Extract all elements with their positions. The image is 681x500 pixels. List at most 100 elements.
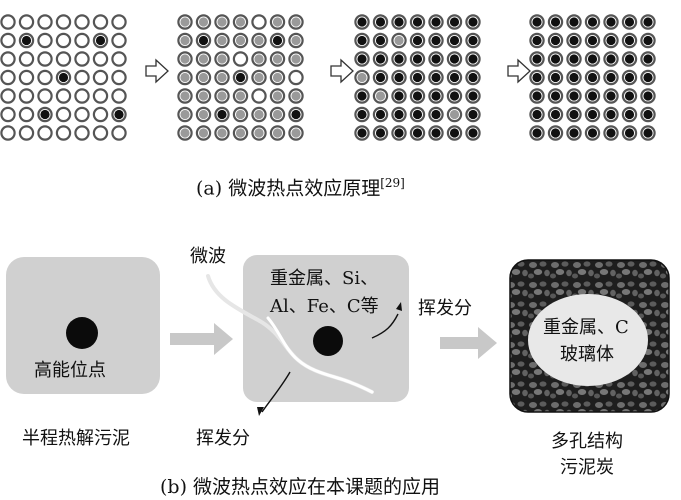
hot-dot [532,72,542,83]
dot-ring [0,69,16,86]
hot-dot [587,109,598,120]
dot-ring [0,51,16,67]
hot-dot [431,91,441,101]
stage-arrow-1 [145,58,169,84]
hot-dot [449,35,460,46]
warm-dot [272,109,283,120]
hot-dot [198,35,209,46]
reaction-site-dot [313,326,343,356]
hot-dot [272,35,283,46]
dot-ring [0,125,16,141]
dot-ring [74,69,90,86]
hot-dot [468,17,478,27]
hot-dot [550,128,561,138]
hot-dot [643,54,653,64]
dot-grid-stage-1 [0,14,127,141]
hot-dot [357,91,367,101]
microwave-label: 微波 [190,246,226,267]
warm-dot [254,54,264,64]
hot-dot [643,17,653,27]
warm-dot [272,54,283,64]
dot-ring [251,14,267,30]
warm-dot [449,109,460,120]
box3-caption-line2: 污泥炭 [560,457,614,478]
glass-body [528,294,648,386]
hot-dot [532,128,542,138]
hot-dot [468,35,478,46]
hot-dot [40,109,50,120]
hot-dot [643,35,653,46]
hot-dot [394,91,404,101]
warm-dot [217,128,227,138]
dot-ring [111,51,127,67]
hot-dot [587,35,598,46]
warm-dot [254,109,264,120]
active-site-dot [66,317,98,349]
hot-dot [357,17,367,27]
hot-dot [217,109,227,120]
hot-dot [291,109,301,120]
warm-dot [254,35,264,46]
dot-ring [55,125,72,141]
dot-ring [18,106,35,123]
hot-dot [431,17,441,27]
dot-ring [111,125,127,141]
hot-dot [606,54,616,64]
hot-dot [357,35,367,46]
box1-label: 高能位点 [34,360,106,381]
hot-dot [114,109,124,120]
box3-label-line2: 玻璃体 [560,344,614,365]
dot-ring [55,106,72,123]
hot-dot [394,72,404,83]
warm-dot [291,17,301,27]
hot-dot [624,54,635,64]
hot-dot [606,109,616,120]
hot-dot [643,128,653,138]
caption-a-ref: [29] [380,176,405,190]
hot-dot [449,91,460,101]
hot-dot [606,91,616,101]
hot-dot [550,109,561,120]
warm-dot [198,72,209,83]
dot-ring [18,88,35,104]
warm-dot [180,109,190,120]
warm-dot [198,17,209,27]
dot-ring [92,69,109,86]
hot-dot [95,35,106,46]
hot-dot [532,91,542,101]
hot-dot [606,17,616,27]
warm-dot [235,128,246,138]
dot-ring [37,69,53,86]
hot-dot [532,17,542,27]
stage-arrow-3 [507,58,531,84]
hot-dot [375,128,386,138]
hot-dot [569,128,579,138]
warm-dot [180,72,190,83]
warm-dot [254,72,264,83]
hot-dot [532,35,542,46]
dot-ring [0,106,16,123]
hot-dot [624,35,635,46]
hot-dot [394,54,404,64]
stage-arrow-2 [330,58,354,84]
hot-dot [624,109,635,120]
dot-ring [92,125,109,141]
hot-dot [431,128,441,138]
dot-ring [111,69,127,86]
dot-ring [74,51,90,67]
hot-dot [569,72,579,83]
hot-dot [468,72,478,83]
warm-dot [272,17,283,27]
warm-dot [375,91,386,101]
dot-ring [37,125,53,141]
warm-dot [180,91,190,101]
warm-dot [180,54,190,64]
dot-ring [111,14,127,30]
hot-dot [449,17,460,27]
hot-dot [550,54,561,64]
box3-caption-line1: 多孔结构 [551,431,623,452]
warm-dot [291,35,301,46]
hot-dot [394,109,404,120]
dot-ring [0,14,16,30]
hot-dot [468,128,478,138]
